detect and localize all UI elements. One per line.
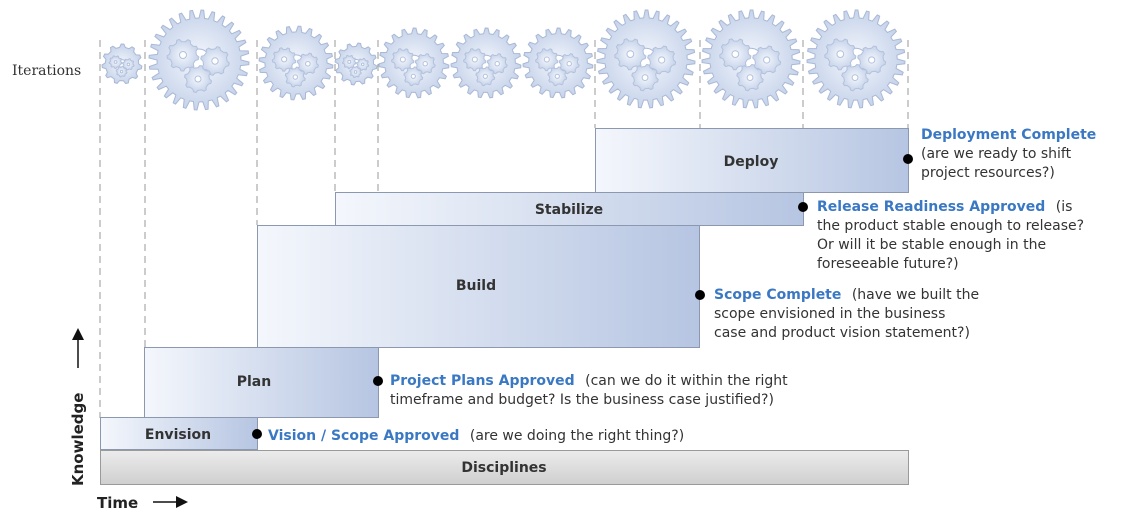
milestone-scope-title: Scope Complete — [714, 287, 841, 303]
milestone-scope-line: (have we built the — [852, 287, 979, 303]
gear-hub-icon — [746, 74, 754, 82]
iterations-label: Iterations — [12, 63, 81, 79]
time-axis-label: Time — [97, 494, 138, 512]
milestone-release-line: the product stable enough to release? — [817, 218, 1084, 234]
gear-hub-icon — [353, 70, 358, 74]
milestone-plans-line: (can we do it within the right — [585, 373, 788, 389]
milestone-scope-line: case and product vision statement?) — [714, 325, 970, 341]
milestone-scope-line: scope envisioned in the business — [714, 306, 945, 322]
disciplines-bar — [100, 450, 909, 485]
milestone-vision-line: (are we doing the right thing?) — [470, 428, 684, 444]
milestone-scope: Scope Complete (have we built the — [714, 287, 979, 303]
gear-hub-icon — [410, 73, 416, 79]
phase-bar-envision — [100, 417, 258, 450]
gear-hub-icon — [868, 56, 876, 64]
gear-hub-icon — [494, 61, 500, 67]
phase-label-stabilize: Stabilize — [535, 202, 603, 218]
milestone-deployment-title: Deployment Complete — [921, 127, 1096, 143]
gear-hub-icon — [543, 56, 550, 63]
iteration-boundaries — [99, 40, 909, 418]
milestone-release: Release Readiness Approved (is — [817, 199, 1072, 215]
gear-hub-icon — [119, 69, 124, 74]
gear-hub-icon — [836, 50, 845, 58]
gear-hub-icon — [292, 74, 298, 80]
gear-hub-icon — [399, 56, 406, 63]
knowledge-arrowhead-icon — [72, 328, 84, 340]
gear-hub-icon — [194, 75, 202, 83]
time-axis: Time — [97, 494, 188, 512]
gear-hub-icon — [281, 56, 288, 63]
milestone-release-title: Release Readiness Approved — [817, 199, 1045, 215]
milestone-dots — [252, 154, 913, 439]
gear-hub-icon — [626, 50, 635, 58]
phase-label-build: Build — [456, 278, 496, 294]
milestone-deployment-line: project resources?) — [921, 165, 1055, 181]
gear-hub-icon — [305, 60, 311, 67]
disciplines-label: Disciplines — [461, 460, 546, 476]
gear-hub-icon — [641, 74, 649, 82]
milestone-release-line: Or will it be stable enough in the — [817, 237, 1046, 253]
iteration-gears — [101, 9, 906, 111]
phase-label-deploy: Deploy — [724, 154, 779, 170]
milestone-plans-line: timeframe and budget? Is the business ca… — [390, 392, 774, 408]
gear-hub-icon — [347, 59, 352, 64]
milestone-release-line: foreseeable future?) — [817, 256, 959, 272]
milestone-dot-deployment — [903, 154, 913, 164]
milestone-dot-scope — [695, 290, 705, 300]
milestone-plans: Project Plans Approved (can we do it wit… — [390, 373, 788, 389]
milestone-plans-title: Project Plans Approved — [390, 373, 575, 389]
milestone-dot-vision — [252, 429, 262, 439]
milestone-dot-release — [798, 202, 808, 212]
gear-hub-icon — [731, 50, 740, 58]
gear-hub-icon — [658, 56, 666, 64]
phase-bars — [100, 128, 909, 450]
gear-hub-icon — [471, 56, 478, 63]
gear-hub-icon — [126, 62, 131, 67]
gear-hub-icon — [179, 51, 187, 59]
knowledge-axis: Knowledge — [69, 328, 87, 486]
knowledge-axis-label: Knowledge — [69, 393, 87, 486]
gear-hub-icon — [360, 62, 365, 67]
gear-hub-icon — [211, 57, 219, 65]
phase-bar-build — [257, 225, 700, 348]
gear-hub-icon — [851, 74, 859, 82]
gear-hub-icon — [566, 61, 572, 67]
gear-hub-icon — [113, 60, 118, 64]
gear-hub-icon — [763, 56, 771, 64]
milestone-release-line: (is — [1056, 199, 1073, 215]
phase-label-envision: Envision — [145, 427, 211, 443]
milestone-vision-title: Vision / Scope Approved — [268, 428, 459, 444]
gear-hub-icon — [422, 61, 428, 67]
time-arrowhead-icon — [176, 496, 188, 508]
milestone-dot-plans — [373, 376, 383, 386]
phase-label-plan: Plan — [237, 374, 271, 390]
phase-bar-deploy — [595, 128, 909, 193]
phase-bar-plan — [144, 347, 379, 418]
milestone-vision: Vision / Scope Approved (are we doing th… — [268, 428, 684, 444]
phase-bar-stabilize — [335, 192, 804, 226]
milestone-deployment-line: (are we ready to shift — [921, 146, 1072, 162]
gear-hub-icon — [482, 73, 488, 79]
gear-hub-icon — [554, 73, 560, 79]
